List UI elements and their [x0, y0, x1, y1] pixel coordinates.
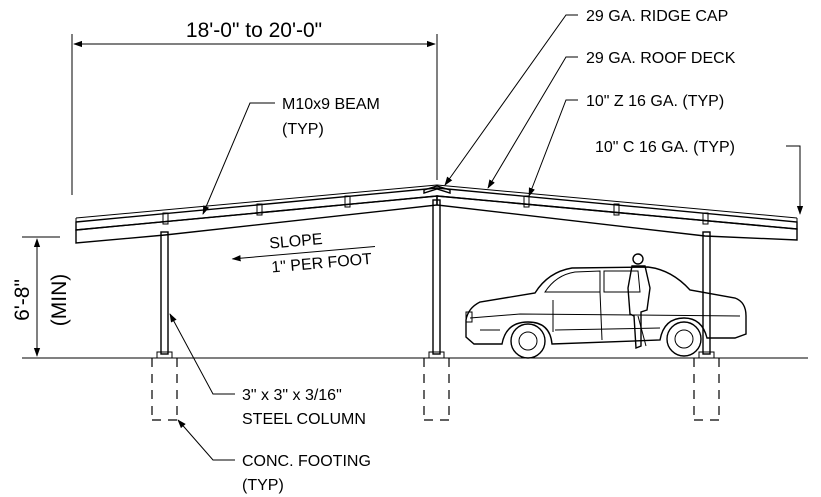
roof — [75, 184, 798, 231]
steel-column-left — [156, 231, 173, 359]
leader-z-purlin — [528, 99, 578, 197]
leader-roof-deck — [487, 56, 578, 189]
c-purlin-label: 10" C 16 GA. (TYP) — [595, 139, 735, 156]
roof-deck-label: 29 GA. ROOF DECK — [586, 50, 736, 67]
concrete-footing-right — [693, 358, 720, 421]
beam-label: M10x9 BEAM — [282, 96, 380, 113]
clearance-dimension-label: 6'-8" — [11, 279, 34, 321]
purlins-right — [523, 195, 709, 225]
beam-right — [436, 195, 798, 241]
z-purlin-label: 10" Z 16 GA. (TYP) — [586, 93, 724, 110]
column-size-label: 3" x 3" x 3/16" — [242, 387, 342, 404]
car-illustration — [465, 266, 747, 359]
leader-column — [169, 313, 235, 395]
concrete-footing-center — [423, 358, 450, 421]
ridge-cap-label: 29 GA. RIDGE CAP — [586, 8, 728, 25]
slope-label: SLOPE — [269, 231, 324, 253]
beam-typ-label: (TYP) — [282, 121, 324, 138]
column-label: STEEL COLUMN — [242, 411, 366, 428]
span-dimension — [71, 34, 438, 195]
leader-c-purlin — [786, 145, 804, 215]
slope-indicator: SLOPE 1" PER FOOT — [231, 231, 376, 277]
clearance-dimension — [22, 236, 60, 357]
purlins-left — [162, 195, 351, 225]
leader-footing — [177, 419, 235, 461]
ridge-cap — [423, 185, 451, 194]
concrete-footing-left — [151, 358, 178, 421]
steel-column-center — [428, 199, 445, 359]
footing-typ-label: (TYP) — [242, 477, 284, 494]
person-figure — [627, 253, 651, 350]
leader-beam — [202, 102, 275, 215]
leader-ridge-cap — [444, 14, 578, 186]
clearance-min-label: (MIN) — [48, 274, 71, 326]
beam-left — [75, 195, 438, 244]
span-dimension-label: 18'-0" to 20'-0" — [186, 19, 322, 42]
footing-label: CONC. FOOTING — [242, 453, 371, 470]
